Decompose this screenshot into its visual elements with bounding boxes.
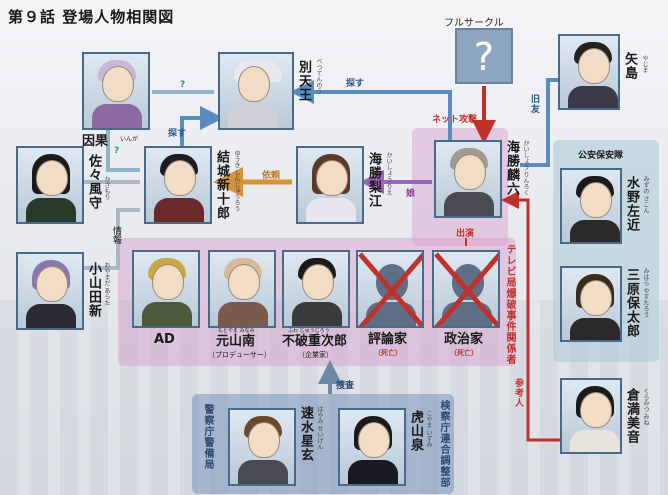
relation-q2: ? bbox=[114, 146, 120, 156]
full-circle-label: フルサークル bbox=[444, 18, 504, 29]
portrait-inga bbox=[82, 52, 150, 130]
relation-q1: ? bbox=[180, 80, 186, 90]
ruby-bettenou: べつてんのう bbox=[315, 58, 322, 94]
name-hayami: 速水星玄 bbox=[298, 406, 313, 462]
page-title: 第９話 登場人物相関図 bbox=[8, 8, 175, 26]
name-koyama: 虎山泉 bbox=[408, 410, 423, 452]
full-circle-unknown-box: ? bbox=[455, 28, 513, 84]
ruby-koyamada: おやまだ あらた bbox=[103, 262, 110, 306]
ruby-rie: かいしょう りえ bbox=[385, 152, 392, 196]
ruby-koyama: こやま いずみ bbox=[425, 410, 432, 448]
group-koan-label: 公安保安隊 bbox=[578, 151, 624, 161]
name-motoyama: 元山南 bbox=[216, 334, 256, 349]
relation-musume: 娘 bbox=[406, 189, 416, 199]
portrait-ad bbox=[132, 250, 200, 328]
name-inga: 因果 bbox=[82, 134, 109, 149]
ruby-mizuno: みずの さこん bbox=[642, 176, 649, 214]
relation-jouhou: 情報 bbox=[111, 226, 121, 244]
portrait-koyamada bbox=[16, 252, 84, 330]
name-koyamada: 小山田新 bbox=[86, 262, 101, 318]
portrait-motoyama bbox=[208, 250, 276, 328]
name-mihara: 三原保太郎 bbox=[624, 268, 639, 338]
name-rie: 海勝梨江 bbox=[366, 152, 381, 208]
relation-sagasu-left: 探す bbox=[168, 129, 187, 139]
sub-motoyama: （プロデューサー） bbox=[208, 351, 271, 359]
sub-hyouronka: （死亡） bbox=[374, 349, 402, 357]
portrait-fuwa bbox=[282, 250, 350, 328]
group-keisatsu-label: 警察庁警備局 bbox=[202, 404, 213, 470]
portrait-kuramitsu bbox=[560, 378, 622, 454]
portrait-yajima bbox=[558, 34, 620, 110]
relation-sagasu-right: 探す bbox=[346, 79, 365, 89]
portrait-sasa bbox=[16, 146, 84, 224]
portrait-hayami bbox=[228, 408, 296, 486]
ruby-hayami: はやみ せいげん bbox=[316, 406, 323, 450]
ruby-yajima: やじま bbox=[641, 55, 648, 73]
name-kuramitsu: 倉満美音 bbox=[624, 388, 639, 444]
portrait-rinroku bbox=[434, 140, 502, 218]
sub-seijika: （死亡） bbox=[450, 349, 478, 357]
relation-sankounin: 参考人 bbox=[513, 378, 523, 408]
name-ad: AD bbox=[154, 332, 175, 347]
portrait-yuuki bbox=[144, 146, 212, 224]
name-yuuki: 結城新十郎 bbox=[214, 150, 229, 220]
name-yajima: 矢島 bbox=[622, 52, 637, 80]
ruby-inga: いんが bbox=[120, 136, 139, 143]
group-kensatsu-label: 検察庁連合調整部 bbox=[438, 400, 449, 488]
relation-shutsuen: 出演 bbox=[456, 229, 475, 239]
name-mizuno: 水野左近 bbox=[624, 176, 639, 232]
ruby-fuwa: ふわ じゅうじろう bbox=[288, 328, 330, 334]
ruby-mihara: みはら やすたろう bbox=[642, 268, 649, 318]
portrait-mihara bbox=[560, 266, 622, 342]
ruby-sasa: かざもり bbox=[103, 176, 110, 200]
portrait-bettenou bbox=[218, 52, 294, 130]
ruby-yuuki: ゆうき しんじゅうろう bbox=[233, 150, 240, 212]
portrait-koyama bbox=[338, 408, 406, 486]
name-seijika: 政治家 bbox=[444, 332, 484, 347]
ruby-kuramitsu: くらみつ みね bbox=[642, 388, 649, 426]
sub-fuwa: （企業家） bbox=[298, 351, 333, 359]
portrait-seijika bbox=[432, 250, 500, 328]
group-tv-label: テレビ局爆破事件関係者 bbox=[504, 244, 515, 365]
relation-kyuyuu: 旧友 bbox=[529, 94, 539, 114]
name-sasa: 佐々風守 bbox=[86, 154, 101, 210]
ruby-motoyama: もとやま みなみ bbox=[218, 328, 255, 334]
relation-sousa: 捜査 bbox=[336, 381, 355, 391]
portrait-mizuno bbox=[560, 168, 622, 244]
relation-net-attack: ネット攻撃 bbox=[432, 115, 478, 125]
portrait-hyouronka bbox=[356, 250, 424, 328]
name-hyouronka: 評論家 bbox=[368, 332, 408, 347]
portrait-rie bbox=[296, 146, 364, 224]
name-fuwa: 不破重次郎 bbox=[282, 334, 348, 349]
ruby-rinroku: かいしょう りんろく bbox=[522, 140, 529, 196]
relation-irai: 依頼 bbox=[262, 171, 281, 181]
name-rinroku: 海勝麟六 bbox=[504, 140, 519, 196]
name-bettenou: 別天王 bbox=[296, 60, 311, 102]
